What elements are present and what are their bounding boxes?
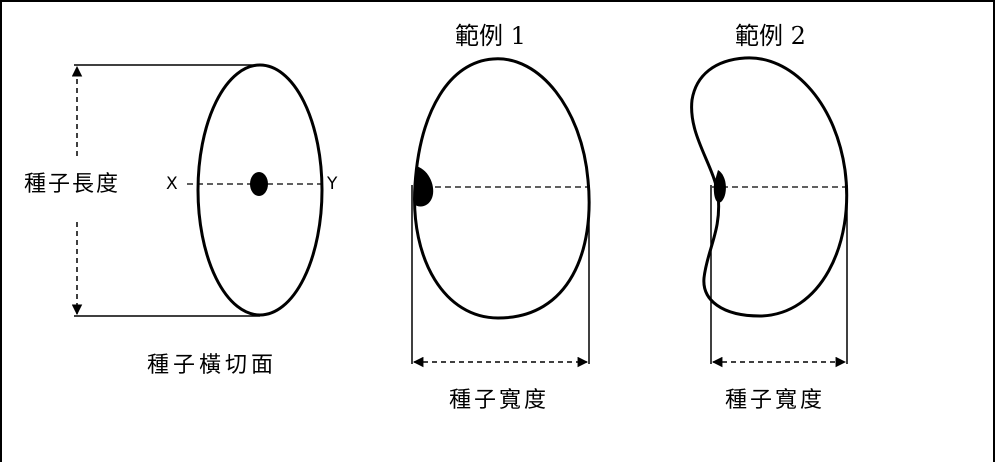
- example-1-width-label: 種子寬度: [449, 388, 550, 413]
- example-2-outline: [690, 56, 849, 318]
- cross-section-caption: 種子橫切面: [147, 353, 278, 378]
- example-2-figure: [690, 56, 849, 368]
- example-1-title: 範例 1: [455, 22, 526, 50]
- axis-y-label: Y: [327, 174, 338, 194]
- example-1-hilum: [414, 166, 434, 207]
- example-2-hilum: [713, 170, 726, 203]
- example-2-width-label: 種子寬度: [725, 388, 826, 413]
- axis-x-label: X: [166, 174, 178, 194]
- cross-section-figure: [71, 63, 324, 317]
- example-1-figure: [411, 57, 591, 368]
- seed-length-label: 種子長度: [24, 172, 121, 197]
- example-1-outline: [413, 57, 591, 320]
- example-2-title: 範例 2: [735, 22, 806, 50]
